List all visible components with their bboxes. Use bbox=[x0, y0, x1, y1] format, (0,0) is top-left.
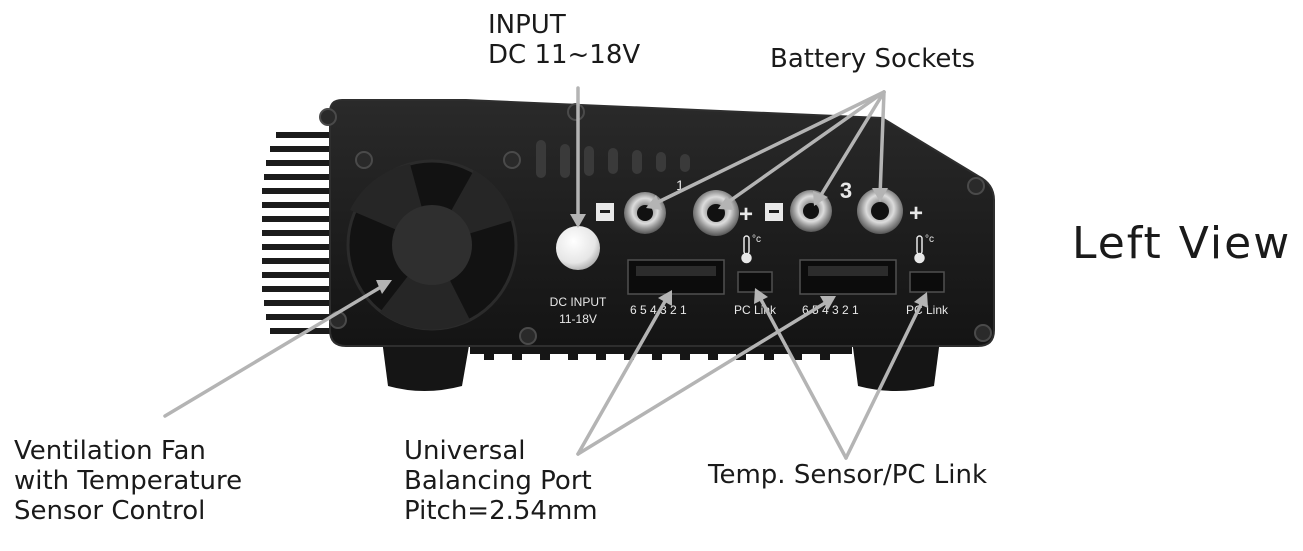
thermometer-icon bbox=[741, 235, 925, 264]
heat-sink-fins bbox=[262, 132, 336, 334]
balance-port-callout: Universal Balancing Port Pitch=2.54mm bbox=[404, 436, 598, 526]
balance-port-callout-line-1: Universal bbox=[404, 436, 526, 466]
balance-port-callout-line-3: Pitch=2.54mm bbox=[404, 496, 598, 526]
view-title: Left View bbox=[1072, 218, 1292, 269]
screws bbox=[319, 103, 992, 345]
fan-callout-line-2: with Temperature bbox=[14, 466, 243, 496]
dc-input-voltage: 11-18V bbox=[559, 312, 597, 326]
channel-number-1: 1 bbox=[676, 177, 684, 193]
input-callout-line-2: DC 11~18V bbox=[488, 40, 641, 70]
plus-sign-1: + bbox=[739, 201, 753, 228]
fan-callout-line-1: Ventilation Fan bbox=[14, 436, 206, 466]
vent-slots bbox=[536, 140, 690, 178]
temp-unit-3: °c bbox=[925, 234, 934, 245]
battery-sockets-callout: Battery Sockets bbox=[770, 44, 975, 74]
device-feet bbox=[382, 340, 940, 391]
dc-input-connector bbox=[556, 226, 600, 270]
plus-sign-3: + bbox=[909, 200, 923, 227]
channel-number-3: 3 bbox=[840, 178, 852, 203]
temp-pc-link-callout: Temp. Sensor/PC Link bbox=[708, 460, 987, 490]
balance-ports bbox=[627, 259, 897, 295]
input-callout: INPUT DC 11~18V bbox=[488, 10, 640, 70]
ventilation-fan bbox=[346, 159, 518, 331]
fan-callout: Ventilation Fan with Temperature Sensor … bbox=[14, 436, 242, 526]
balance-port-callout-line-2: Balancing Port bbox=[404, 466, 592, 496]
battery-sockets-callout-text: Battery Sockets bbox=[770, 44, 976, 74]
input-callout-line-1: INPUT bbox=[488, 10, 566, 40]
callout-arrows bbox=[163, 86, 928, 460]
fan-callout-line-3: Sensor Control bbox=[14, 496, 206, 526]
dc-input-label: DC INPUT bbox=[550, 295, 607, 309]
temp-pc-link-callout-text: Temp. Sensor/PC Link bbox=[708, 460, 988, 490]
polarity-signs bbox=[596, 203, 783, 221]
temp-unit-1: °c bbox=[752, 234, 761, 245]
